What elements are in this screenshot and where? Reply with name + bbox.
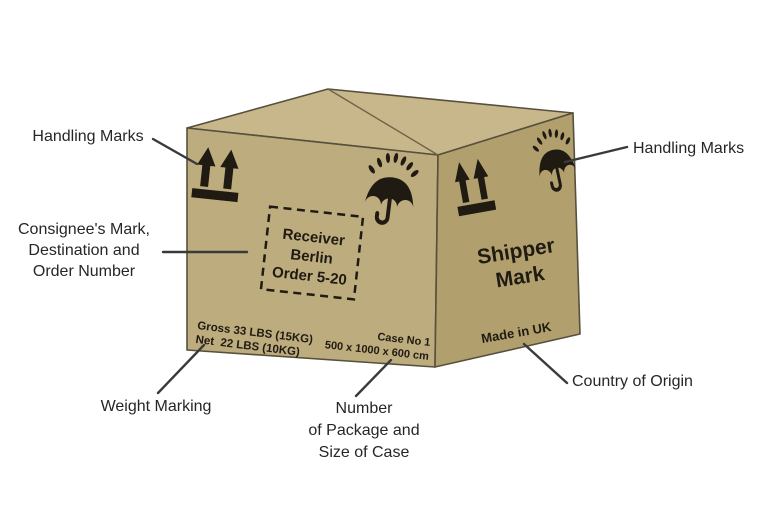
leader-weight [156,343,206,395]
consignee-stamp-line: Berlin [289,246,333,268]
leader-country [522,342,569,385]
label-handling-marks-right: Handling Marks [633,140,744,157]
box-side-face [434,112,581,368]
case-no-text: Case No 1 [377,331,431,349]
consignee-stamp: Receiver Berlin Order 5-20 [259,205,365,301]
leader-handling-right [563,145,629,164]
label-package-line: Size of Case [319,444,410,461]
label-consignee-line: Consignee's Mark, [18,221,150,238]
label-country-of-origin: Country of Origin [572,373,693,390]
label-consignee-block: Consignee's Mark, Destination and Order … [18,221,150,280]
label-weight-marking: Weight Marking [101,398,212,415]
label-package-line: of Package and [308,422,419,439]
label-package-block: Number of Package and Size of Case [308,400,419,461]
label-package-line: Number [336,400,394,417]
leader-handling-left [151,137,199,166]
label-consignee-line: Order Number [33,263,136,280]
label-handling-marks-left: Handling Marks [32,128,143,145]
label-consignee-line: Destination and [28,242,139,259]
leader-package [354,358,393,398]
box-top-seam [327,88,439,156]
consignee-stamp-line: Receiver [282,226,346,250]
